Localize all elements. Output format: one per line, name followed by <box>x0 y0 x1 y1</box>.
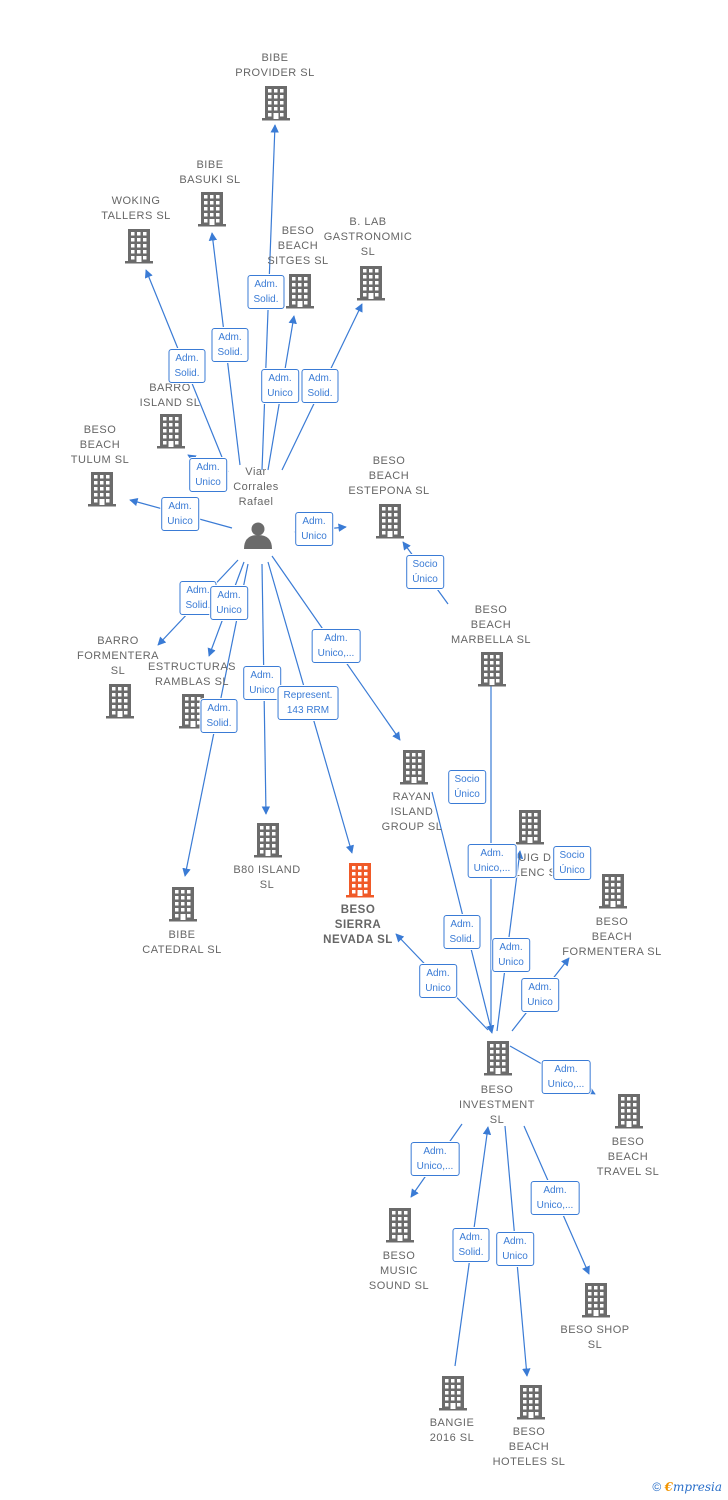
building-icon-bangie[interactable] <box>439 1376 467 1411</box>
node-label-beso-sitges[interactable]: BESO BEACH SITGES SL <box>267 225 329 267</box>
building-icon-b80[interactable] <box>254 823 282 858</box>
brand-logo: €mpresia <box>664 1480 722 1494</box>
node-label-bangie[interactable]: BANGIE 2016 SL <box>429 1417 475 1444</box>
node-label-barro-formentera[interactable]: BARRO FORMENTERA SL <box>77 635 159 677</box>
building-icon-puig[interactable] <box>516 810 544 845</box>
building-icon-beso-investment[interactable] <box>484 1041 512 1076</box>
node-label-beso-marbella[interactable]: BESO BEACH MARBELLA SL <box>450 604 532 646</box>
node-label-beso-hoteles[interactable]: BESO BEACH HOTELES SL <box>492 1426 566 1468</box>
building-icon-bibe-basuki[interactable] <box>198 192 226 227</box>
building-icon-beso-music[interactable] <box>386 1208 414 1243</box>
brand-footer[interactable]: © €mpresia <box>652 1480 722 1494</box>
building-icon-beso-hoteles[interactable] <box>517 1385 545 1420</box>
building-icon-blab[interactable] <box>357 266 385 301</box>
building-icon-beso-sitges[interactable] <box>286 274 314 309</box>
building-icon-barro-island[interactable] <box>157 414 185 449</box>
edge-role-label[interactable]: Adm. Solid. <box>211 328 249 362</box>
building-icon-beso-estepona[interactable] <box>376 504 404 539</box>
node-label-bibe-catedral[interactable]: BIBE CATEDRAL SL <box>142 929 222 956</box>
building-icon-beso-marbella[interactable] <box>478 652 506 687</box>
edge-role-label[interactable]: Adm. Unico <box>189 458 227 492</box>
edge-role-label[interactable]: Adm. Unico <box>295 512 333 546</box>
edge-role-label[interactable]: Adm. Solid. <box>200 699 238 733</box>
edge-role-label[interactable]: Adm. Unico <box>492 938 530 972</box>
edge-role-label[interactable]: Adm. Unico,... <box>467 844 517 878</box>
edge-role-label[interactable]: Adm. Unico <box>419 964 457 998</box>
node-label-woking[interactable]: WOKING TALLERS SL <box>101 195 171 222</box>
building-icon-barro-formentera[interactable] <box>106 684 134 719</box>
edge-role-label[interactable]: Adm. Unico <box>261 369 299 403</box>
copyright-icon: © <box>652 1480 662 1494</box>
building-icon-estructuras[interactable] <box>179 694 207 729</box>
edge-role-label[interactable]: Socio Único <box>448 770 486 804</box>
building-icon-rayan[interactable] <box>400 750 428 785</box>
building-icon-bibe-catedral[interactable] <box>169 887 197 922</box>
node-label-person[interactable]: Viar Corrales Rafael <box>233 466 279 508</box>
edge-role-label[interactable]: Adm. Solid. <box>247 275 285 309</box>
node-label-beso-estepona[interactable]: BESO BEACH ESTEPONA SL <box>348 455 430 497</box>
edge-role-label[interactable]: Adm. Unico <box>243 666 281 700</box>
edge-role-label[interactable]: Adm. Unico,... <box>530 1181 580 1215</box>
edge-role-label[interactable]: Socio Único <box>553 846 591 880</box>
building-icon-beso-shop[interactable] <box>582 1283 610 1318</box>
node-label-bibe-provider[interactable]: BIBE PROVIDER SL <box>235 52 315 79</box>
node-label-beso-formentera[interactable]: BESO BEACH FORMENTERA SL <box>562 916 662 958</box>
building-icon-beso-tulum[interactable] <box>88 472 116 507</box>
person-icon[interactable] <box>244 522 272 550</box>
edge-role-label[interactable]: Adm. Unico,... <box>410 1142 460 1176</box>
node-label-beso-tulum[interactable]: BESO BEACH TULUM SL <box>70 424 130 466</box>
node-label-beso-travel[interactable]: BESO BEACH TRAVEL SL <box>596 1136 660 1178</box>
edge-rayan-to-beso_investment <box>431 791 495 1034</box>
node-label-estructuras[interactable]: ESTRUCTURAS RAMBLAS SL <box>147 661 237 688</box>
node-label-barro-island[interactable]: BARRO ISLAND SL <box>139 382 201 409</box>
edge-role-label[interactable]: Represent. 143 RRM <box>277 686 339 720</box>
node-label-beso-shop[interactable]: BESO SHOP SL <box>560 1324 630 1351</box>
building-icon-beso-sierra[interactable] <box>346 863 374 898</box>
edge-role-label[interactable]: Adm. Unico,... <box>311 629 361 663</box>
edge-role-label[interactable]: Socio Único <box>406 555 444 589</box>
building-icon-woking[interactable] <box>125 229 153 264</box>
edge-role-label[interactable]: Adm. Unico <box>521 978 559 1012</box>
edge-role-label[interactable]: Adm. Solid. <box>443 915 481 949</box>
edge-role-label[interactable]: Adm. Unico <box>496 1232 534 1266</box>
building-icon-beso-travel[interactable] <box>615 1094 643 1129</box>
node-label-beso-sierra[interactable]: BESO SIERRA NEVADA SL <box>323 904 393 946</box>
edge-role-label[interactable]: Adm. Solid. <box>452 1228 490 1262</box>
edge-role-label[interactable]: Adm. Unico <box>210 586 248 620</box>
building-icon-beso-formentera[interactable] <box>599 874 627 909</box>
edge-role-label[interactable]: Adm. Solid. <box>168 349 206 383</box>
edge-role-label[interactable]: Adm. Unico,... <box>541 1060 591 1094</box>
node-label-bibe-basuki[interactable]: BIBE BASUKI SL <box>179 159 241 186</box>
building-icon-bibe-provider[interactable] <box>262 86 290 121</box>
node-label-rayan[interactable]: RAYAN ISLAND GROUP SL <box>381 791 443 833</box>
edge-role-label[interactable]: Adm. Solid. <box>301 369 339 403</box>
edge-role-label[interactable]: Adm. Unico <box>161 497 199 531</box>
node-label-blab[interactable]: B. LAB GASTRONOMIC SL <box>323 216 413 258</box>
node-label-b80[interactable]: B80 ISLAND SL <box>233 864 301 891</box>
node-label-beso-investment[interactable]: BESO INVESTMENT SL <box>459 1084 535 1126</box>
node-label-beso-music[interactable]: BESO MUSIC SOUND SL <box>368 1250 430 1292</box>
